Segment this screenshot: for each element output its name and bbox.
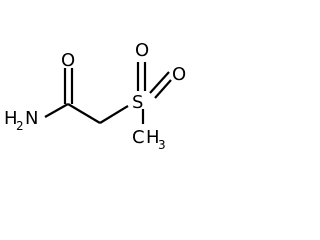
methyl-hydrogen-label: H [146, 127, 160, 148]
methyl-hydrogen-count: 3 [158, 138, 166, 152]
sulfonyl-oxygen-top-label: O [135, 40, 149, 61]
bond-sulfonyl-right-a [149, 71, 170, 94]
bond-group [44, 62, 172, 124]
amine-hydrogen-label: H [4, 108, 18, 129]
bond-methylene-sulfur [99, 105, 129, 124]
molecule-structure: O H 2 N S O O C H 3 [4, 40, 186, 152]
bond-carbon-nitrogen [44, 103, 69, 118]
atom-label-group: O H 2 N S O O C H 3 [4, 40, 186, 152]
methyl-carbon-label: C [132, 127, 145, 148]
amine-hydrogen-count: 2 [16, 119, 24, 133]
carbonyl-oxygen-label: O [61, 50, 75, 71]
sulfonyl-oxygen-right-label: O [172, 64, 186, 85]
sulfur-label: S [132, 92, 143, 113]
amine-nitrogen-label: N [25, 108, 38, 129]
bond-sulfonyl-right-b [154, 79, 172, 99]
bond-carbon-methylene [67, 103, 101, 124]
